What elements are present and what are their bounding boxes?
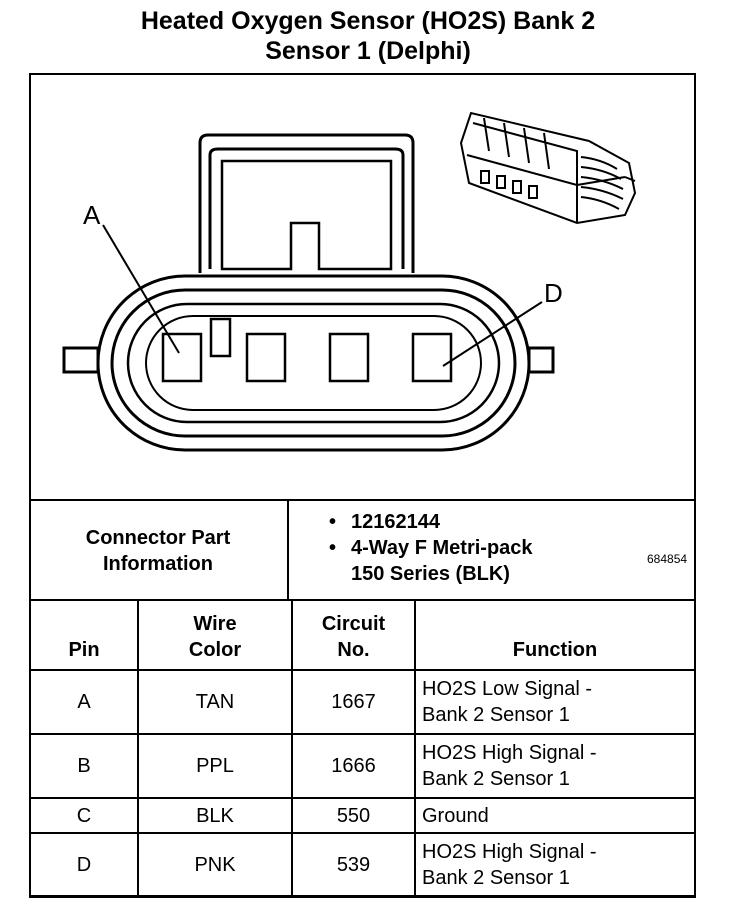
pin-cavity-b [245,332,287,383]
header-pin: Pin [29,599,139,671]
cell-pin: A [29,669,139,735]
connector-part-info: Connector Part Information • 12162144 • … [29,499,696,601]
connector-drawing: A D [62,111,637,452]
cell-pin: B [29,733,139,799]
connector-info-list: • 12162144 • 4-Way F Metri-pack 150 Seri… [329,509,533,587]
title-line-2: Sensor 1 (Delphi) [265,37,471,65]
bullet-icon: • [329,511,337,533]
pin-cavity-d [411,332,453,383]
connector-info-item: • 12162144 [329,509,533,535]
cell-circuit: 539 [291,832,416,898]
cell-wire-color: PNK [137,832,293,898]
cell-circuit: 550 [291,797,416,834]
connector-diagram: A D 684854 [29,73,696,566]
pin-label-d: D [544,278,563,308]
cell-wire-color: BLK [137,797,293,834]
cell-circuit: 1667 [291,669,416,735]
housing-mid [110,288,517,438]
bullet-icon: • [329,537,337,559]
cell-wire-color: PPL [137,733,293,799]
pin-cavity-c [328,332,370,383]
connector-info-divider [287,501,289,601]
housing-inner [126,302,501,424]
page-title: Heated Oxygen Sensor (HO2S) Bank 2 Senso… [0,6,736,66]
cell-pin: C [29,797,139,834]
cell-pin: D [29,832,139,898]
pin-cavity-a [161,332,203,383]
leader-line-a [102,224,180,354]
connector-thumbnail [459,111,637,225]
connector-type-line-2: 150 Series (BLK) [351,563,510,585]
cell-function: HO2S High Signal -Bank 2 Sensor 1 [414,733,696,799]
cell-function: HO2S Low Signal -Bank 2 Sensor 1 [414,669,696,735]
header-function: Function [414,599,696,671]
table-row: A TAN 1667 HO2S Low Signal -Bank 2 Senso… [29,669,696,735]
cell-function: Ground [414,797,696,834]
left-post [62,346,100,374]
right-post [527,346,555,374]
table-row: B PPL 1666 HO2S High Signal -Bank 2 Sens… [29,733,696,799]
locking-tab [198,133,415,273]
title-line-1: Heated Oxygen Sensor (HO2S) Bank 2 [140,7,596,35]
cell-circuit: 1666 [291,733,416,799]
tab-window [220,159,393,271]
connector-info-item: 150 Series (BLK) [329,561,533,587]
connector-info-label-line-2: Information [103,553,213,575]
cell-function: HO2S High Signal -Bank 2 Sensor 1 [414,832,696,898]
table-row: D PNK 539 HO2S High Signal -Bank 2 Senso… [29,832,696,898]
pin-cavity-frame [145,315,482,411]
connector-type-line-1: 4-Way F Metri-pack [351,537,533,559]
connector-info-item: • 4-Way F Metri-pack [329,535,533,561]
table-row: C BLK 550 Ground [29,797,696,834]
key-notch [209,317,232,358]
leader-line-d [442,301,543,367]
cell-wire-color: TAN [137,669,293,735]
figure-number: 684854 [647,552,688,566]
connector-info-label: Connector Part Information [29,525,287,577]
locking-tab-inner [208,147,405,269]
connector-info-label-line-1: Connector Part [85,527,231,549]
part-number: 12162144 [351,511,440,533]
pin-label-a: A [83,200,101,230]
